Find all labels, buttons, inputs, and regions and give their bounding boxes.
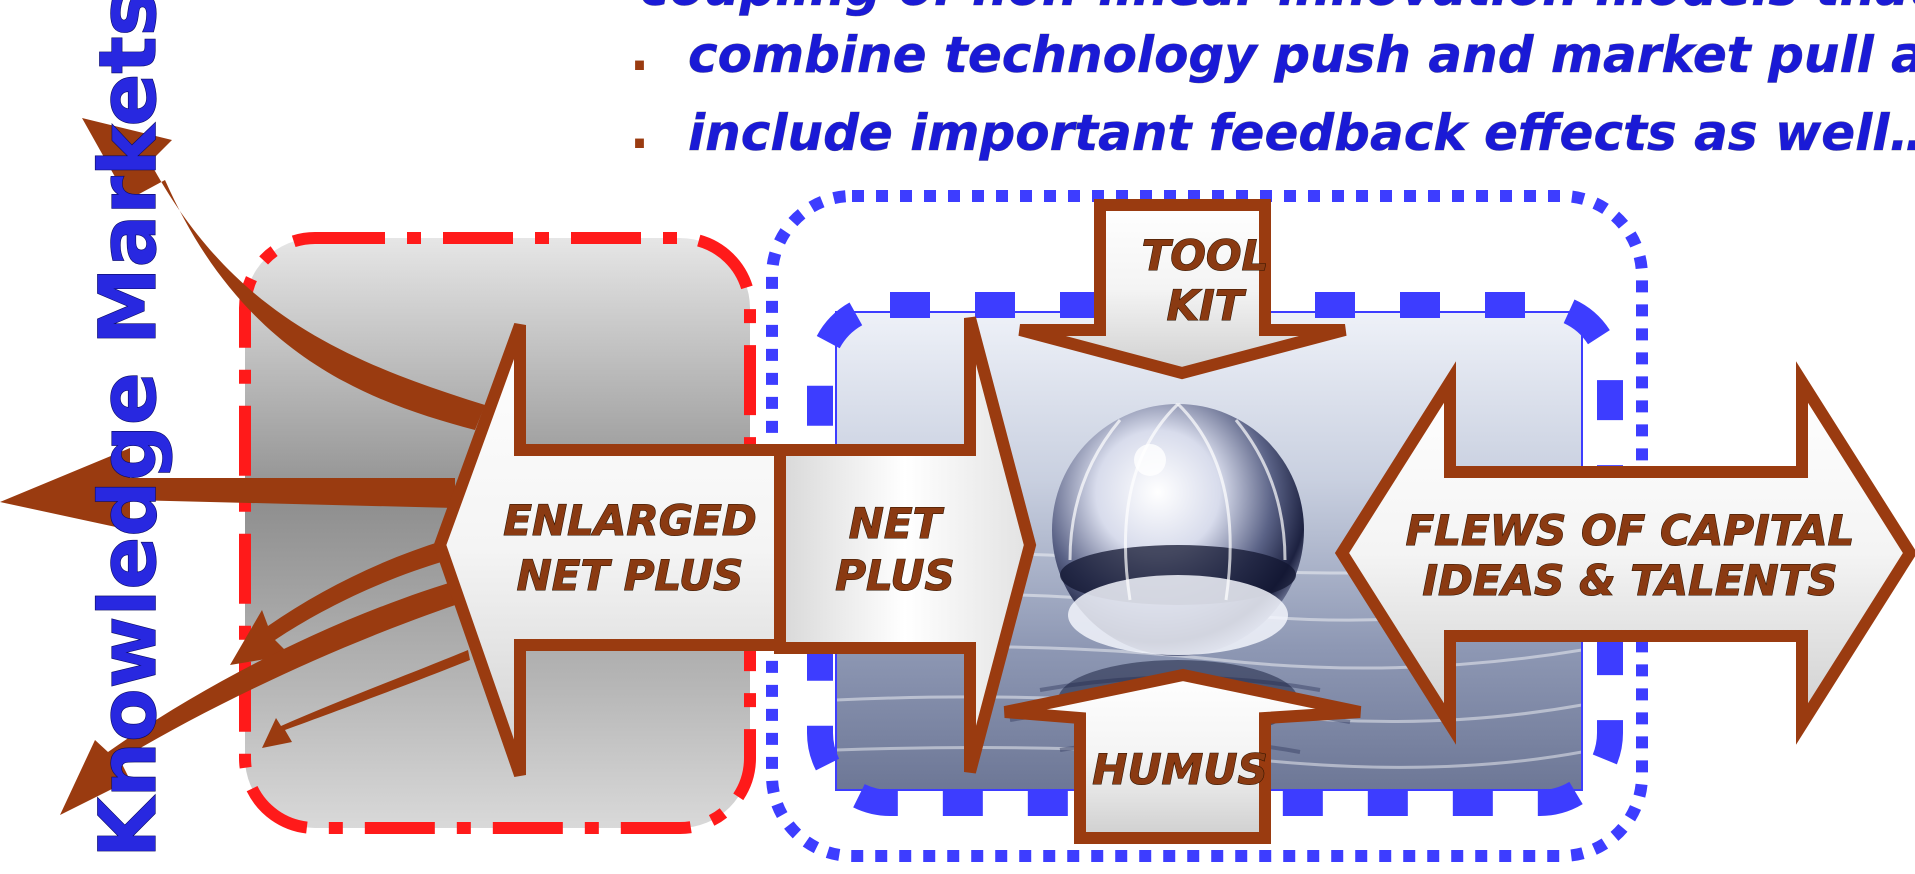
net-plus-arrow: NET PLUS (774, 316, 1037, 774)
intro-line-1: coupling of non-linear innovation models… (640, 0, 1915, 17)
tool-kit-arrow: TOOL KIT (1018, 199, 1347, 380)
intro-line-2: combine technology push and market pull … (688, 26, 1915, 84)
arrow-lower-1 (230, 540, 448, 665)
flews-label-line-2: IDEAS & TALENTS (1422, 556, 1837, 605)
enlarged-label-line-2: NET PLUS (517, 551, 744, 600)
net-plus-label-line-1: NET (849, 499, 945, 548)
humus-arrow: HUMUS (1003, 668, 1362, 844)
bullet-1: . (630, 24, 649, 82)
bullet-2: . (630, 102, 649, 160)
tool-kit-label-line-2: KIT (1167, 281, 1247, 330)
humus-label: HUMUS (1092, 745, 1267, 794)
arrow-up-left (82, 118, 485, 430)
flews-label-line-1: FLEWS OF CAPITAL (1406, 506, 1855, 555)
flews-double-arrow: FLEWS OF CAPITAL IDEAS & TALENTS (1334, 361, 1915, 745)
intro-line-3: include important feedback effects as we… (688, 104, 1915, 162)
knowledge-markets-label-group: Knowledge Markets (83, 0, 174, 859)
knowledge-markets-label: Knowledge Markets (84, 0, 174, 858)
arrow-lower-3 (262, 650, 470, 748)
tool-kit-label-line-1: TOOL (1142, 231, 1269, 280)
knowledge-market-arrows (0, 118, 485, 815)
intro-text: coupling of non-linear innovation models… (630, 0, 1915, 162)
arrow-left (0, 448, 455, 530)
net-plus-label-line-2: PLUS (835, 551, 955, 600)
enlarged-label-line-1: ENLARGED (503, 496, 756, 545)
arrow-lower-2 (60, 578, 470, 815)
